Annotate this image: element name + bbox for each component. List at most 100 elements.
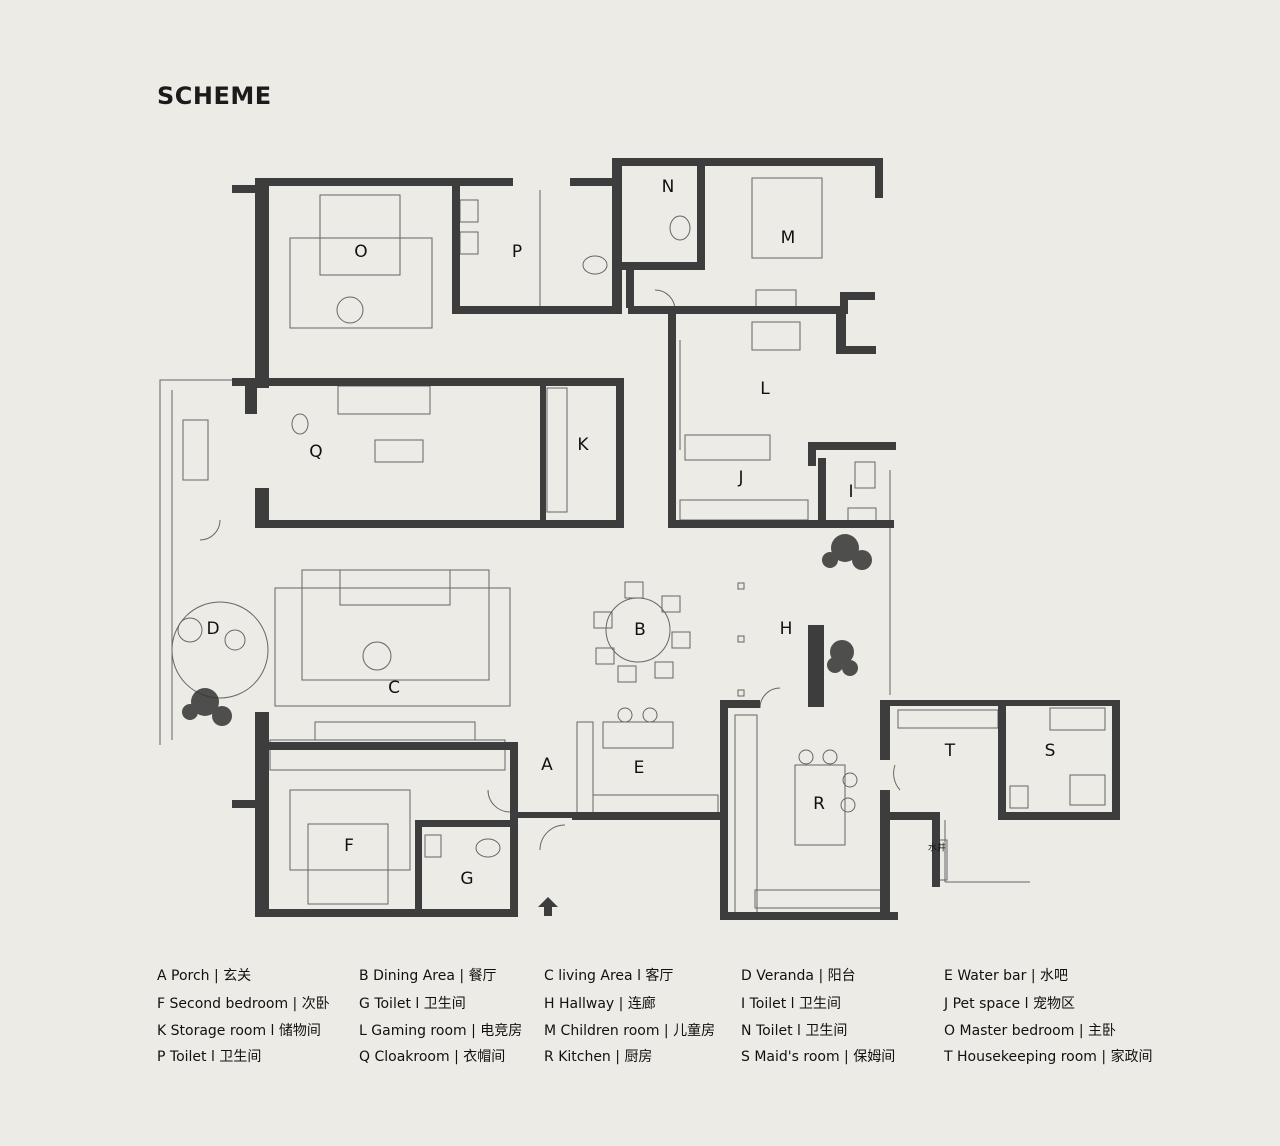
room-letter-i: I (848, 482, 853, 502)
room-letter-k: K (577, 435, 589, 455)
legend-en: Hallway (558, 996, 615, 1012)
legend-sep: l (415, 996, 420, 1012)
legend-cn: 卫生间 (799, 996, 842, 1012)
wall (1112, 700, 1120, 820)
wall (720, 912, 898, 920)
living-rug (274, 587, 511, 707)
wall (510, 817, 518, 917)
legend-cn: 卫生间 (219, 1049, 262, 1065)
wall (668, 520, 828, 528)
wall (258, 909, 516, 917)
legend-key: D (741, 968, 752, 984)
wall (818, 458, 826, 528)
legend-cn: 玄关 (223, 968, 252, 984)
wall (518, 812, 578, 818)
legend-en: Veranda (756, 968, 815, 984)
legend-cn: 儿童房 (673, 1023, 716, 1039)
legend-cn: 衣帽间 (463, 1049, 506, 1065)
legend-key: K (157, 1023, 167, 1039)
legend-item-n: N Toilet l 卫生间 (741, 1020, 847, 1040)
room-letter-r: R (813, 794, 825, 814)
room-letter-e: E (634, 758, 645, 778)
legend-key: C (544, 968, 554, 984)
legend-key: M (544, 1023, 557, 1039)
wall (245, 386, 257, 414)
room-letter-n: N (662, 177, 675, 197)
room-letter-l: L (760, 379, 770, 399)
legend-en: Toilet (374, 996, 411, 1012)
legend-en: Toilet (749, 996, 787, 1012)
wall (255, 712, 269, 917)
legend-sep: | (1030, 968, 1036, 984)
legend-en: Dining Area (373, 968, 455, 984)
wall (998, 706, 1006, 818)
legend-en: Toilet (169, 1049, 207, 1065)
legend-en: Storage room (170, 1023, 267, 1039)
legend-item-g: G Toilet l 卫生间 (359, 993, 466, 1013)
wall (840, 292, 875, 300)
wall (232, 800, 262, 808)
legend-cn: 次卧 (301, 996, 330, 1012)
wall (255, 520, 624, 528)
legend-key: L (359, 1023, 367, 1039)
wall (258, 742, 518, 750)
legend-key: J (944, 996, 949, 1012)
legend-item-e: E Water bar | 水吧 (944, 965, 1068, 985)
wall (232, 185, 258, 193)
wall (932, 812, 940, 887)
room-letter-o: O (354, 242, 367, 262)
legend-item-j: J Pet space l 宠物区 (944, 993, 1075, 1013)
veranda-table (171, 601, 269, 699)
legend-en: Master bedroom (959, 1023, 1075, 1039)
legend-item-i: I Toilet l 卫生间 (741, 993, 841, 1013)
legend-en: Second bedroom (169, 996, 289, 1012)
legend-cn: 卫生间 (423, 996, 466, 1012)
legend-cn: 电竞房 (480, 1023, 523, 1039)
legend-sep: l (790, 996, 795, 1012)
legend-cn: 家政间 (1110, 1049, 1153, 1065)
legend-key: E (944, 968, 953, 984)
wall (255, 178, 269, 388)
legend-cn: 客厅 (645, 968, 674, 984)
veranda-outline (159, 379, 245, 745)
wall (232, 378, 624, 386)
legend-sep: | (818, 968, 824, 984)
wall (890, 812, 940, 820)
wall (998, 812, 1120, 820)
legend-sep: l (270, 1023, 275, 1039)
legend-en: Water bar (957, 968, 1027, 984)
legend-key: G (359, 996, 370, 1012)
second-bed (307, 823, 389, 905)
legend-en: Pet space (952, 996, 1021, 1012)
legend-sep: l (637, 968, 641, 984)
room-letter-t: T (944, 741, 956, 761)
legend-key: R (544, 1049, 554, 1065)
legend-key: H (544, 996, 555, 1012)
legend-sep: | (454, 1049, 459, 1065)
legend-cn: 厨房 (624, 1049, 653, 1065)
legend-key: I (741, 996, 746, 1012)
legend-item-h: H Hallway | 连廊 (544, 993, 656, 1013)
room-letter-d: D (206, 619, 219, 639)
wall (836, 346, 876, 354)
wall (836, 314, 846, 354)
legend-key: P (157, 1049, 166, 1065)
legend-cn: 连廊 (627, 996, 656, 1012)
legend-sep: | (292, 996, 298, 1012)
legend-key: Q (359, 1049, 371, 1065)
legend-sep: | (214, 968, 219, 984)
legend-key: S (741, 1049, 750, 1065)
legend-item-c: C living Area l 客厅 (544, 965, 673, 985)
legend-item-r: R Kitchen | 厨房 (544, 1046, 652, 1066)
legend-item-m: M Children room | 儿童房 (544, 1020, 715, 1040)
room-letter-s: S (1045, 741, 1056, 761)
plan-title: SCHEME (157, 82, 272, 110)
legend-en: Maid's room (754, 1049, 840, 1065)
room-letter-h: H (780, 619, 793, 639)
legend-en: living Area (558, 968, 633, 984)
wall (620, 262, 698, 270)
legend-cn: 餐厅 (468, 968, 497, 984)
legend-cn: 阳台 (827, 968, 856, 984)
legend-en: Toilet (755, 1023, 793, 1039)
